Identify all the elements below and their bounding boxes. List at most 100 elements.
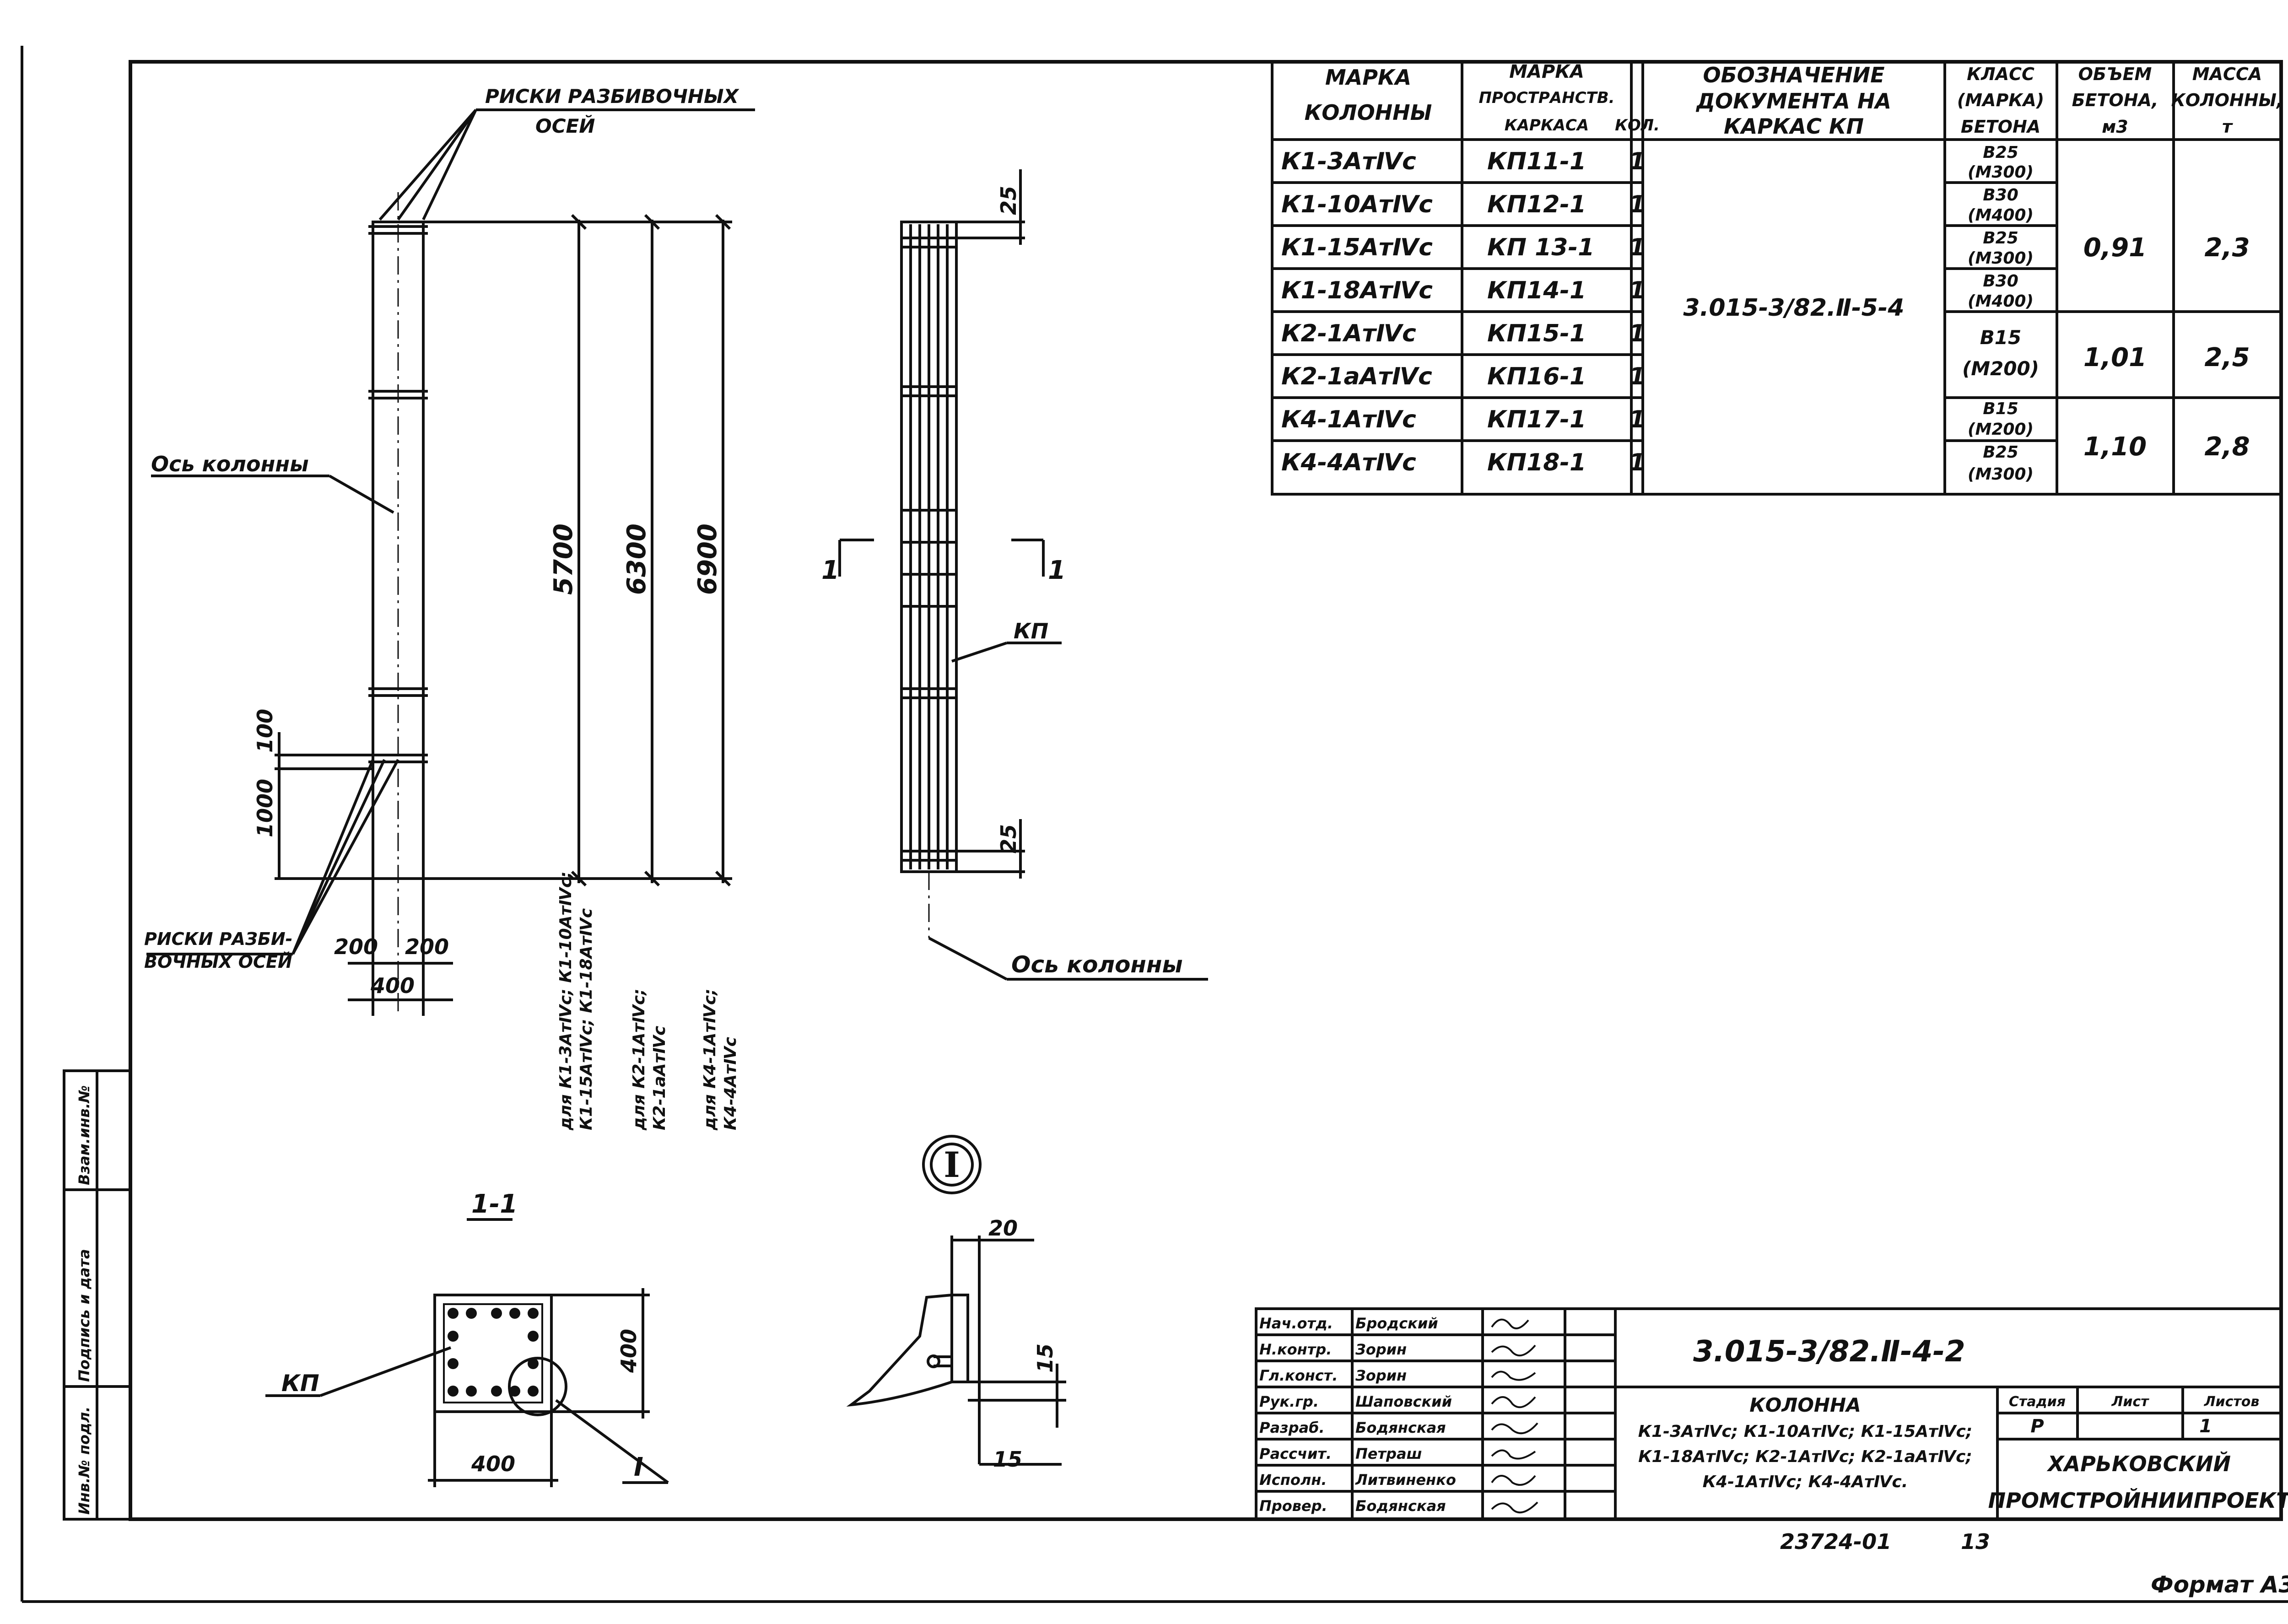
row-mark: К2-1АтⅣс (1281, 320, 1416, 347)
detail-dim-15a: 15 (1033, 1343, 1058, 1373)
drawing-code: 3.015-3/82.Ⅱ-4-2 (1693, 1335, 1965, 1369)
hdr-doc-3: КАРКАС КП (1724, 114, 1864, 139)
role: Нач.отд. (1259, 1315, 1333, 1332)
hdr-mass-3: т (2222, 117, 2233, 137)
signatures (1491, 1318, 1538, 1514)
row-frame: КП17-1 (1487, 406, 1586, 433)
axis-marks-label: РИСКИ РАЗБИВОЧНЫХ (485, 85, 739, 108)
hdr-frame-1: МАРКА (1509, 61, 1584, 82)
side-stamp-text: Взам.инв.№ (76, 1085, 93, 1185)
person-name: Петраш (1355, 1445, 1422, 1462)
row-mark: К1-3АтⅣс (1281, 148, 1416, 175)
title-line: К4-1АтⅣс; К4-4АтⅣс. (1703, 1473, 1908, 1491)
dim-100: 100 (253, 709, 277, 753)
row-frame: КП15-1 (1487, 320, 1586, 347)
inventory-number: 23724-01 (1780, 1529, 1891, 1554)
hdr-class-2: (МАРКА) (1957, 90, 2044, 110)
hdr-class-3: БЕТОНА (1961, 117, 2040, 137)
axis-marks-label-bottom: ВОЧНЫХ ОСЕЙ (144, 952, 292, 972)
person-name: Бродский (1355, 1315, 1438, 1332)
title-line: К1-18АтⅣс; К2-1АтⅣс; К2-1аАтⅣс; (1638, 1447, 1972, 1466)
hdr-qty: КОЛ. (1615, 116, 1660, 135)
row-frame: КП16-1 (1487, 363, 1586, 390)
org-line: ПРОМСТРОЙНИИПРОЕКТ (1988, 1488, 2288, 1513)
row-qty: 1 (1629, 277, 1646, 304)
org-line: ХАРЬКОВСКИЙ (2046, 1451, 2231, 1476)
section-1-1 (265, 1218, 669, 1487)
length-note: К1-15АтⅣс; К1-18АтⅣс (577, 908, 596, 1130)
mass-value: 2,3 (2204, 233, 2250, 263)
row-class: (М300) (1968, 249, 2034, 268)
detail-dim-15b: 15 (993, 1447, 1022, 1472)
length-note: для К2-1АтⅣс; (630, 988, 648, 1131)
row-frame: КП12-1 (1487, 191, 1586, 218)
hdr-volume-1: ОБЪЕМ (2078, 64, 2152, 84)
row-frame: КП14-1 (1487, 277, 1586, 304)
role: Рук.гр. (1259, 1393, 1319, 1410)
row-class: (М300) (1968, 163, 2034, 182)
detail-title: I (944, 1144, 960, 1185)
person-name: Бодянская (1355, 1419, 1446, 1436)
title-line: КОЛОННА (1749, 1394, 1861, 1416)
length-note: для К4-1АтⅣс; (701, 988, 719, 1131)
section-dim-400-v: 400 (616, 1329, 641, 1373)
row-class: В25 (1983, 143, 2018, 162)
kp-label-section: КП (281, 1370, 319, 1397)
drawing-frame (129, 60, 2283, 1521)
section-dim-400-h: 400 (471, 1451, 515, 1476)
stage-value: Р (2030, 1416, 2044, 1437)
volume-value: 1,01 (2083, 343, 2147, 372)
role: Рассчит. (1259, 1445, 1332, 1462)
row-mark: К1-10АтⅣс (1281, 191, 1433, 218)
role: Гл.конст. (1259, 1367, 1338, 1384)
row-class: (М200) (1968, 420, 2034, 439)
role: Провер. (1259, 1497, 1327, 1515)
person-name: Бодянская (1355, 1497, 1446, 1515)
cage-elevation (838, 169, 1208, 981)
sheets-value: 1 (2199, 1416, 2212, 1437)
hdr-class-1: КЛАСС (1967, 64, 2034, 84)
row-qty: 1 (1629, 363, 1646, 390)
dim-200-right: 200 (405, 934, 449, 959)
row-qty: 1 (1629, 449, 1646, 476)
detail-dim-20: 20 (988, 1216, 1018, 1241)
kp-label: КП (1014, 619, 1048, 643)
row-mark: К1-15АтⅣс (1281, 234, 1433, 261)
dim-5700: 5700 (549, 523, 578, 595)
volume-value: 1,10 (2083, 432, 2147, 462)
dim-25-top: 25 (996, 186, 1021, 215)
row-mark: К2-1аАтⅣс (1281, 363, 1432, 390)
hdr-mark-2: КОЛОННЫ (1305, 100, 1432, 125)
row-class: (М300) (1968, 465, 2034, 484)
hdr-volume-3: м3 (2102, 117, 2128, 137)
format-label: Формат А3 (2151, 1571, 2288, 1598)
mass-value: 2,5 (2204, 343, 2250, 372)
column-axis-label-right: Ось колонны (1011, 951, 1183, 978)
side-stamp-text: Инв.№ подл. (76, 1407, 93, 1515)
role: Разраб. (1259, 1419, 1325, 1436)
dim-1000: 1000 (253, 779, 277, 837)
row-frame: КП 13-1 (1487, 234, 1594, 261)
person-name: Зорин (1355, 1367, 1407, 1384)
hdr-frame-3: КАРКАСА (1505, 116, 1589, 135)
role: Н.контр. (1259, 1341, 1332, 1358)
doc-code: 3.015-3/82.Ⅱ-5-4 (1683, 294, 1904, 322)
section-mark-right: 1 (1048, 556, 1066, 585)
row-frame: КП18-1 (1487, 449, 1586, 476)
hdr-volume-2: БЕТОНА, (2072, 90, 2158, 110)
hdr-mass-2: КОЛОННЫ, (2171, 90, 2283, 110)
spec-table-grid (1271, 60, 2283, 496)
axis-marks-label-bottom: РИСКИ РАЗБИ- (144, 929, 292, 949)
hdr-mark-1: МАРКА (1325, 65, 1411, 90)
row-class: В30 (1983, 186, 2018, 205)
hdr-doc-1: ОБОЗНАЧЕНИЕ (1703, 63, 1884, 87)
mass-value: 2,8 (2204, 432, 2250, 462)
sheets-label: Листов (2204, 1394, 2260, 1410)
title-line: К1-3АтⅣс; К1-10АтⅣс; К1-15АтⅣс; (1638, 1422, 1973, 1441)
row-qty: 1 (1629, 320, 1646, 347)
length-note: К2-1аАтⅣс (650, 1026, 669, 1130)
hdr-doc-2: ДОКУМЕНТА НА (1695, 89, 1891, 113)
row-class: В30 (1983, 272, 2018, 291)
